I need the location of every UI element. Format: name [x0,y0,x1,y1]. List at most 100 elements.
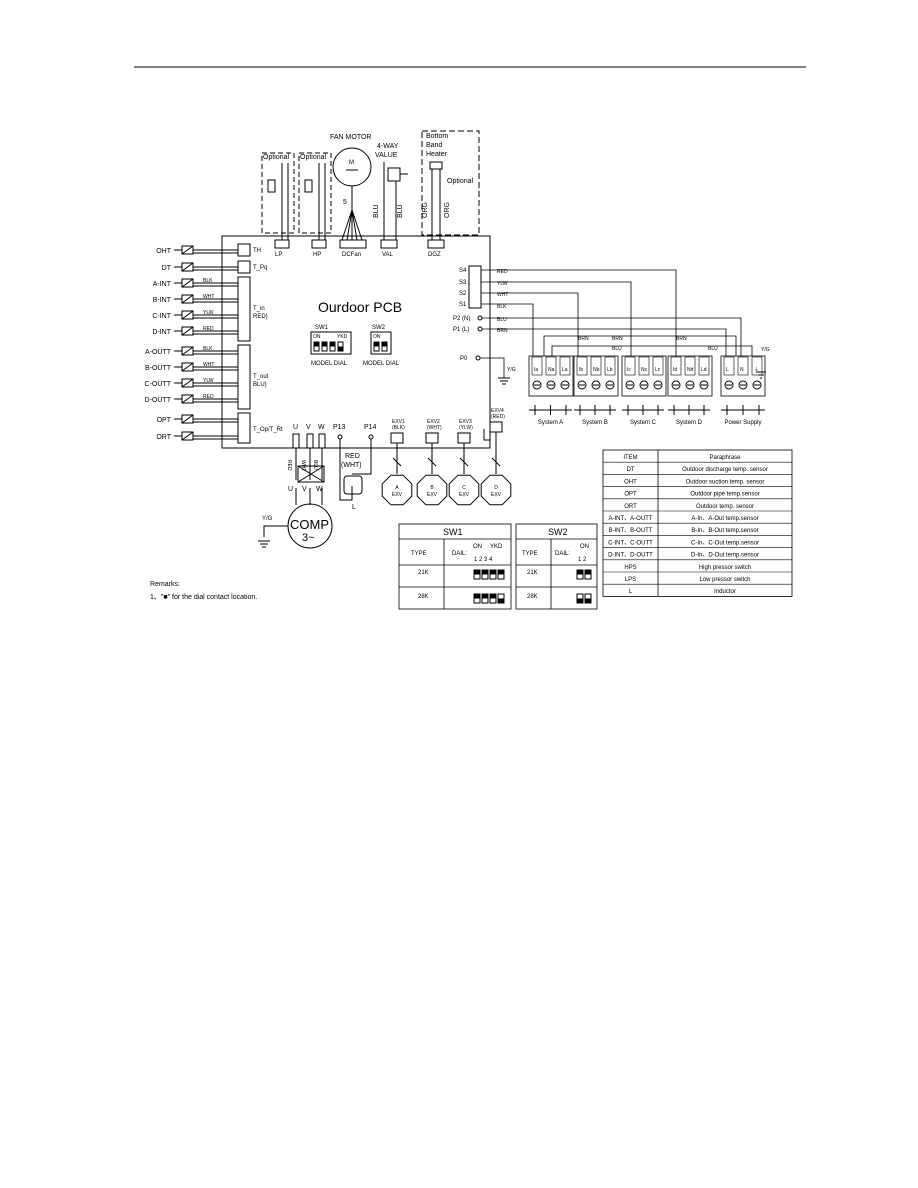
pcb-w: W [318,424,325,431]
legend-item: L [629,589,633,595]
sensor-label: C-INT [152,313,171,320]
terminal-label: Ia [534,367,538,373]
ground-icon-pcb [498,377,510,385]
terminal-label: La [562,367,568,373]
wire-red-comp: RED [286,460,292,471]
comp-phase: 3~ [302,532,315,544]
conn-lp: LP [275,252,282,258]
terminal-label: Nb [593,367,600,373]
sensor-thermistor-mark [181,278,194,288]
terminal-label: N [740,367,744,373]
terminal-screw-icon [625,380,635,390]
brn-blu-bus [543,335,753,356]
exv-valve-letter: A [395,485,399,491]
sw2-on: ON [373,334,381,340]
terminal-screw-icon [752,380,762,390]
terminal-label: Nc [641,367,648,373]
compressor-terminals [292,433,326,449]
sw1-table-dail: DAIL: [452,551,467,557]
optional-label-2: Optional [300,154,327,161]
term-p1: P1 (L) [453,327,469,333]
tag-blu: BLU [612,346,622,352]
sw2-model-dial: MODEL DIAL [363,361,400,367]
heater-line-3: Heater [426,151,448,158]
sw2-table-dips [576,569,592,604]
sensor-row: OPT [157,414,238,424]
terminal-screw-upper [576,356,588,376]
sw1-table-dips [473,569,505,604]
terminal-screw-upper [751,356,763,376]
four-way-coil-icon [387,167,401,182]
terminal-screw-upper [670,356,682,376]
optional-label-3: Optional [447,178,474,185]
sw1-table-type: TYPE [411,551,427,557]
sw2-table [515,523,598,610]
sensor-wire-color: BLK [203,346,213,352]
exv-color: (YLW) [459,425,473,431]
terminal-screw-icon [724,380,734,390]
exv-connector [425,432,439,444]
heater-line-2: Band [426,142,442,149]
wire-wht: WHT [497,292,508,298]
term-s1: S1 [459,302,467,308]
terminal-screw-icon [685,380,695,390]
terminal-screw-upper [604,356,616,376]
sensor-label: OHT [156,248,172,255]
p14-red: RED [345,453,360,460]
comp-v: V [302,486,307,493]
sw2-table-type: TYPE [522,551,538,557]
terminal-label: ⏚ [754,366,759,373]
wire-blk: BLK [497,304,507,310]
terminal-screw-icon [591,380,601,390]
sensor-label: B-OUTT [145,365,172,372]
system-label: System A [538,420,563,426]
terminal-screw-icon [546,380,556,390]
sw1-on: ON [313,334,321,340]
sensor-thermistor-mark [181,414,194,424]
wire-ylw: YLW [497,281,508,287]
legend-paraphrase: D-In、D-Out temp.sensor [691,553,759,559]
conn-tin: T_in [253,306,265,312]
exv-valve-letter: C [462,485,466,491]
sensor-thermistor-mark [181,394,194,404]
system-label: System D [676,420,703,426]
sw2-table-on: ON [580,544,589,550]
fan-motor-icon [332,147,372,187]
reactor-icon [297,465,325,483]
p13-terminal-icon [337,434,343,440]
top-connectors [274,239,445,249]
legend-item: C-INT、C-OUTT [608,540,653,546]
terminal-label: Ic [627,367,631,373]
term-s3: S3 [459,280,467,286]
sensor-wire-color: WHT [203,294,214,300]
wire-org-2: ORG [444,202,451,218]
conn-tout-2: BLU) [253,382,267,388]
four-way-line-2: VALUE [375,152,398,159]
sw1-table-title: SW1 [443,527,463,537]
exv-valve-name: EXV [491,492,502,498]
tag-brn: BRN [578,336,589,342]
optional-box-lp [261,152,295,234]
exv-valve-icon [416,474,448,506]
exv-wire-mark [392,457,402,467]
legend-item: HPS [624,565,636,571]
fan-count: 5 [343,199,347,206]
reactor-x-2 [297,465,325,483]
exv-color: (RED) [491,414,505,420]
comp-ground-wire [263,525,288,537]
heater-line-1: Bottom [426,133,448,140]
terminal-screw-icon [560,380,570,390]
exv4-lead [483,429,491,448]
legend-header-item: ITEM [623,455,637,461]
legend-paraphrase: B-In、B-Out temp.sensor [691,528,758,534]
inductor-l: L [352,504,356,511]
sw1-row-28k: 28K [418,594,429,600]
sensor-wire-color: YLW [203,378,214,384]
